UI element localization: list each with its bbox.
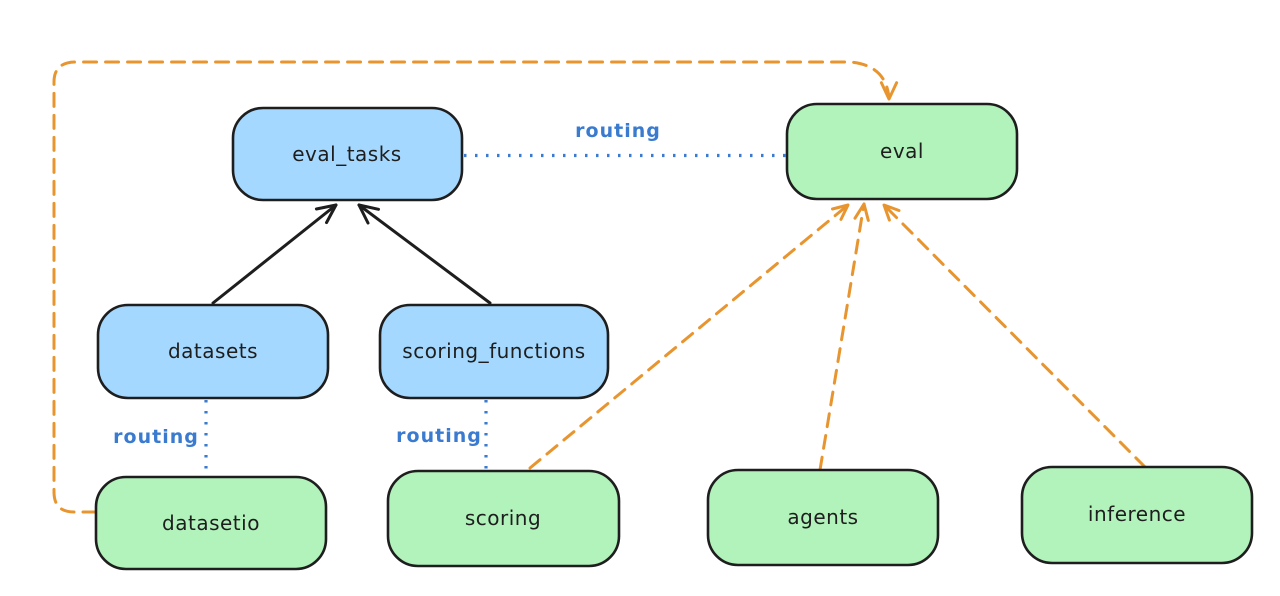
node-inference: inference bbox=[1020, 465, 1254, 565]
node-datasetio-box bbox=[94, 475, 328, 571]
edge-label-routing-middle: routing bbox=[396, 425, 482, 447]
edge-labels-layer: routing routing routing bbox=[113, 120, 661, 448]
node-inference-box bbox=[1020, 465, 1254, 565]
node-scoring-functions-label: scoring_functions bbox=[402, 339, 585, 363]
arrowhead-up-icon bbox=[831, 203, 850, 221]
arrowhead-up-icon bbox=[314, 203, 338, 225]
edge-scoring-to-eval bbox=[528, 203, 850, 470]
node-scoring: scoring bbox=[386, 469, 621, 568]
edge-inference-to-eval bbox=[882, 203, 1147, 469]
node-eval-tasks-box bbox=[231, 106, 464, 202]
node-eval: eval bbox=[785, 102, 1019, 201]
arrowhead-down-icon bbox=[879, 81, 899, 101]
node-inference-label: inference bbox=[1088, 502, 1186, 526]
edges-layer bbox=[52, 60, 1147, 514]
arrowhead-up-icon bbox=[357, 203, 380, 225]
node-datasetio-label: datasetio bbox=[162, 511, 260, 535]
edge-agents-to-eval bbox=[818, 202, 870, 472]
node-datasets-box bbox=[96, 303, 330, 400]
node-agents-label: agents bbox=[787, 505, 858, 529]
node-datasets-label: datasets bbox=[168, 339, 258, 363]
node-datasets: datasets bbox=[96, 303, 330, 400]
edge-label-routing-top: routing bbox=[575, 120, 661, 142]
node-eval-box bbox=[785, 102, 1019, 201]
edge-line bbox=[211, 203, 338, 305]
edge-datasets-to-eval-tasks bbox=[211, 203, 338, 305]
arrowhead-up-icon bbox=[853, 202, 870, 222]
edge-line bbox=[818, 202, 866, 472]
node-scoring-box bbox=[386, 469, 621, 568]
arrowhead-up-icon bbox=[882, 203, 901, 222]
node-scoring-functions: scoring_functions bbox=[378, 303, 610, 400]
edge-label-routing-left: routing bbox=[113, 426, 199, 448]
edge-line bbox=[52, 60, 891, 514]
node-eval-tasks-label: eval_tasks bbox=[292, 142, 401, 166]
node-eval-label: eval bbox=[880, 139, 924, 163]
node-scoring-label: scoring bbox=[465, 506, 541, 530]
nodes-layer: eval_tasks eval datasets scoring_functio… bbox=[94, 102, 1254, 571]
node-agents: agents bbox=[706, 468, 940, 567]
edge-datasetio-to-eval bbox=[52, 60, 899, 514]
edge-line bbox=[882, 203, 1147, 469]
edge-line bbox=[528, 203, 850, 470]
edge-line bbox=[357, 203, 492, 305]
node-datasetio: datasetio bbox=[94, 475, 328, 571]
edge-scoring-functions-to-eval-tasks bbox=[357, 203, 492, 305]
node-agents-box bbox=[706, 468, 940, 567]
node-scoring-functions-box bbox=[378, 303, 610, 400]
node-eval-tasks: eval_tasks bbox=[231, 106, 464, 202]
